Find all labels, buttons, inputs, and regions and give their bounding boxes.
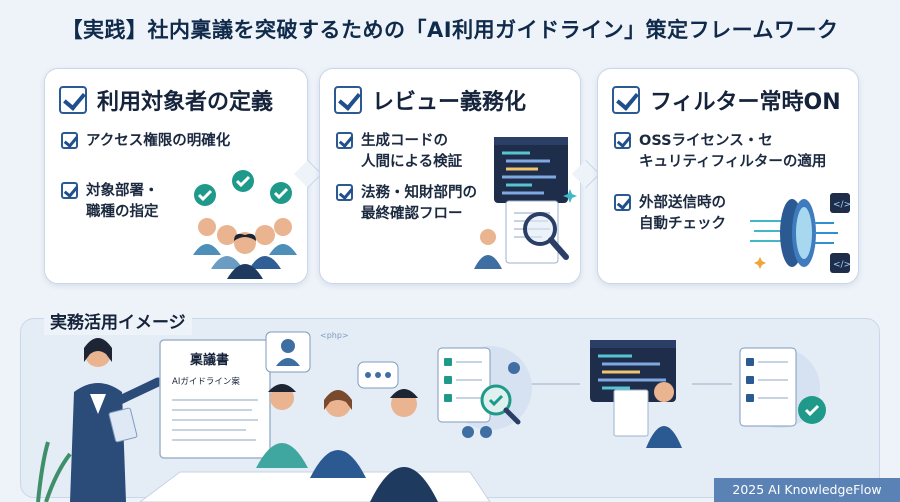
document-title: 稟議書 — [189, 352, 229, 368]
usage-illustration: 稟議書 AIガイドライン案 <php> — [36, 331, 826, 502]
document-subtitle: AIガイドライン案 — [172, 376, 240, 387]
card-header: レビュー義務化 — [334, 83, 570, 117]
code-reviewer-icon — [590, 340, 682, 448]
list-item: 対象部署・ 職種の指定 — [61, 181, 159, 223]
svg-text:</>: </> — [833, 260, 851, 270]
card-title: フィルター常時ON — [650, 90, 841, 115]
code-tag-icon — [830, 253, 850, 273]
item-label-line1: 対象部署・ — [86, 183, 159, 199]
list-item: 外部送信時の 自動チェック — [614, 193, 726, 235]
checkbox-icon — [612, 86, 640, 114]
card-header: 利用対象者の定義 — [59, 83, 297, 117]
checkbox-icon — [61, 182, 78, 199]
check-bubble-icon — [270, 182, 292, 204]
filter-disc-icon — [780, 199, 816, 267]
item-label-line1: 法務・知財部門の — [361, 185, 477, 201]
checkbox-icon — [614, 194, 631, 211]
filter-illustration: </> </> — [750, 193, 851, 273]
check-bubble-icon — [194, 184, 216, 206]
svg-text:</>: </> — [833, 200, 851, 210]
item-label-line2: 人間による検証 — [361, 154, 463, 170]
check-bubble-icon — [232, 170, 254, 192]
checklist-approved-icon — [739, 347, 826, 428]
checkbox-icon — [614, 132, 631, 149]
page-title: 【実践】社内稟議を突破するための「AI利用ガイドライン」策定フレームワーク — [61, 18, 839, 42]
item-label-line2: キュリティフィルターの適用 — [639, 154, 827, 170]
section-title: 実務活用イメージ — [44, 306, 192, 335]
item-label-line1: 外部送信時の — [639, 195, 726, 211]
presenter-figure — [70, 338, 163, 502]
checkbox-icon — [336, 184, 353, 201]
item-label-line2: 最終確認フロー — [361, 206, 463, 222]
magnifier-icon — [523, 212, 569, 260]
code-tag-icon — [830, 193, 850, 213]
item-label: アクセス権限の明確化 — [86, 133, 231, 149]
checkbox-icon — [59, 86, 87, 114]
card-header: フィルター常時ON — [612, 83, 848, 117]
item-label-line2: 自動チェック — [639, 216, 726, 232]
card-review-required: レビュー義務化 生成コードの 人間による検証 法務・知財部門の 最終確認フロー — [319, 68, 581, 284]
checkbox-icon — [336, 132, 353, 149]
code-tag-label: <php> — [320, 331, 349, 340]
user-card-icon — [265, 331, 311, 373]
list-item: OSSライセンス・セ キュリティフィルターの適用 — [614, 131, 826, 173]
proposal-document: 稟議書 AIガイドライン案 — [159, 339, 271, 459]
tablet-icon — [108, 407, 138, 443]
card-title: レビュー義務化 — [372, 90, 527, 115]
chat-bubble-icon — [357, 361, 399, 389]
list-item: 生成コードの 人間による検証 — [336, 131, 462, 173]
card-title: 利用対象者の定義 — [97, 90, 274, 115]
checklist-review-icon — [437, 346, 532, 438]
list-item: アクセス権限の明確化 — [61, 131, 230, 152]
checkbox-icon — [61, 132, 78, 149]
meeting-attendees — [256, 384, 438, 502]
code-review-illustration — [474, 137, 577, 269]
card-target-users: 利用対象者の定義 アクセス権限の明確化 対象部署・ 職種の指定 — [44, 68, 308, 284]
copyright-badge: 2025 AI KnowledgeFlow — [714, 478, 900, 502]
item-label-line1: OSSライセンス・セ — [639, 133, 773, 149]
team-illustration — [193, 170, 297, 279]
list-item: 法務・知財部門の 最終確認フロー — [336, 183, 477, 225]
item-label-line1: 生成コードの — [361, 133, 448, 149]
checkbox-icon — [334, 86, 362, 114]
item-label-line2: 職種の指定 — [86, 204, 159, 220]
card-filter-always-on: フィルター常時ON OSSライセンス・セ キュリティフィルターの適用 外部送信時… — [597, 68, 859, 284]
